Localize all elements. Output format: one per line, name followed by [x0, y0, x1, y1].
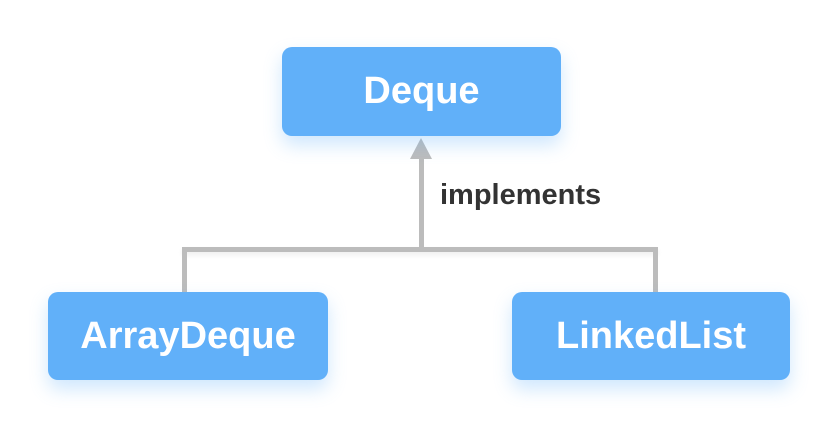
connector-line-left-drop [182, 247, 187, 293]
node-arraydeque-label: ArrayDeque [80, 314, 296, 357]
node-arraydeque: ArrayDeque [48, 292, 328, 380]
node-deque-label: Deque [363, 70, 480, 112]
node-linkedlist: LinkedList [512, 292, 790, 380]
node-deque: Deque [282, 47, 561, 136]
node-linkedlist-label: LinkedList [555, 314, 747, 357]
arrow-up-icon [410, 138, 432, 159]
connector-line-right-drop [653, 247, 658, 293]
edge-label-implements: implements [440, 179, 602, 211]
arrow-stem-line [419, 157, 424, 252]
